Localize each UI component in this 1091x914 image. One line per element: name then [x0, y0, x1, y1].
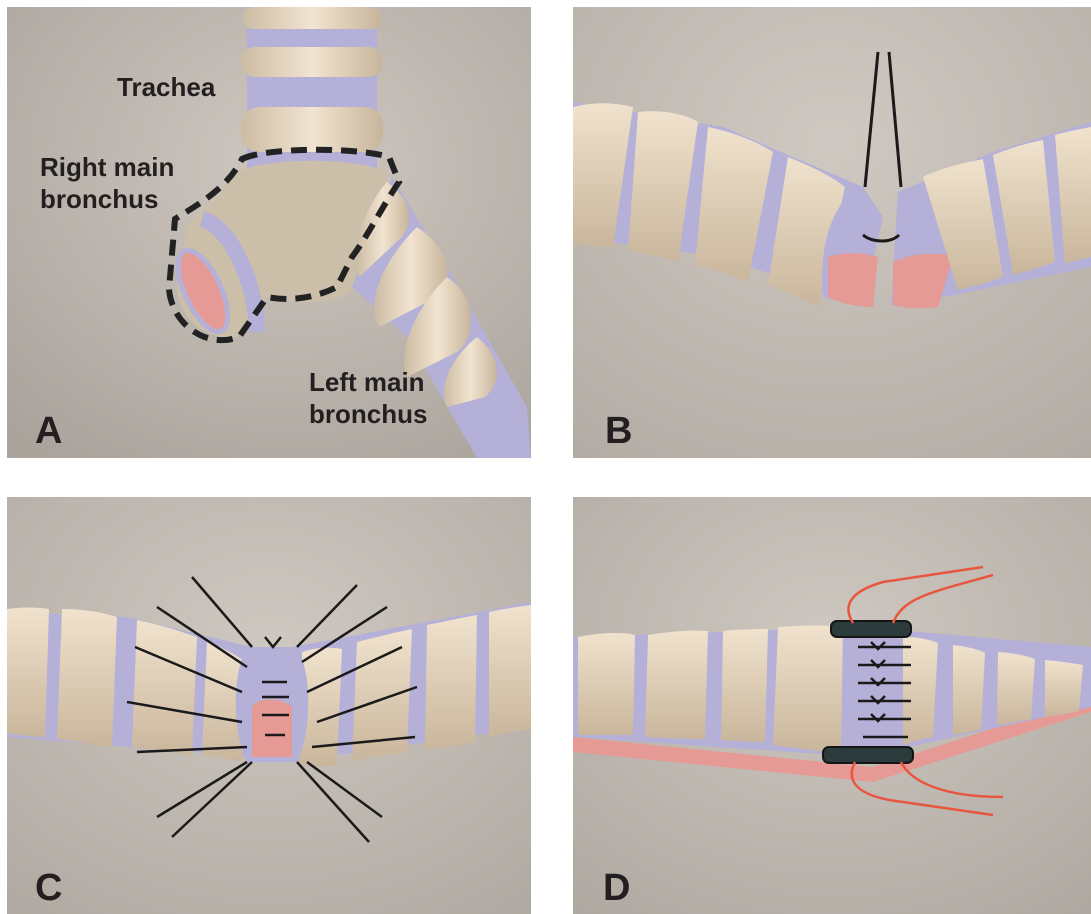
pledget-top — [831, 621, 911, 637]
panel-letter: B — [605, 412, 632, 450]
panel-letter: A — [35, 412, 62, 450]
panel-letter: D — [603, 869, 630, 907]
panel-letter: C — [35, 869, 62, 907]
label-left-main-bronchus-line2: bronchus — [309, 399, 427, 429]
panel-b: B — [573, 7, 1091, 458]
panel-c: C — [7, 497, 531, 914]
interrupted-sutures-illustration — [7, 497, 531, 914]
label-right-main-bronchus-line2: bronchus — [40, 184, 158, 214]
panel-d: D — [573, 497, 1091, 914]
panel-a: Trachea Right main bronchus Left main br… — [7, 7, 531, 458]
bronchial-anastomosis-start-illustration — [573, 7, 1091, 458]
completed-anastomosis-illustration — [573, 497, 1091, 914]
label-trachea: Trachea — [117, 72, 215, 102]
label-right-main-bronchus-line1: Right main — [40, 152, 174, 182]
label-left-main-bronchus-line1: Left main — [309, 367, 425, 397]
airway-bifurcation-illustration — [7, 7, 531, 458]
pledget-bottom — [823, 747, 913, 763]
trachea — [241, 7, 383, 177]
